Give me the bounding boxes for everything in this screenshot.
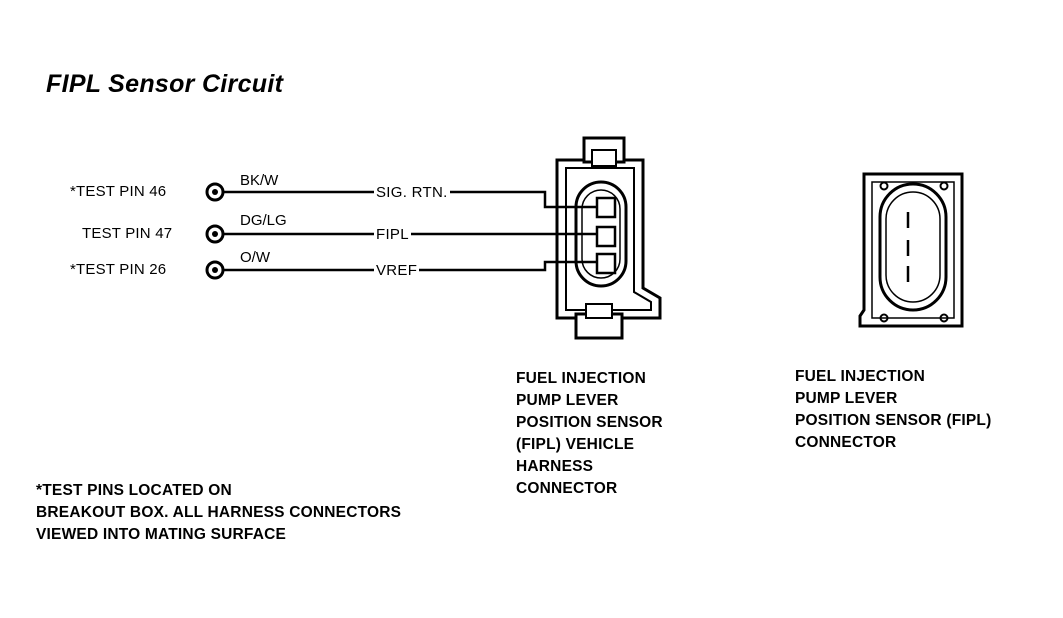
sensor-connector-caption: FUEL INJECTION PUMP LEVER POSITION SENSO… (795, 366, 991, 454)
caption-line: POSITION SENSOR (FIPL) (795, 412, 992, 429)
caption-line: POSITION SENSOR (516, 414, 663, 431)
vehicle-harness-connector (555, 136, 662, 340)
test-pin-47-label: TEST PIN 47 (82, 225, 173, 242)
footnote-line: BREAKOUT BOX. ALL HARNESS CONNECTORS (36, 504, 402, 521)
caption-line: PUMP LEVER (795, 390, 898, 407)
sensor-connector (858, 172, 964, 328)
diagram-title: FIPL Sensor Circuit (46, 70, 284, 98)
wire-color-o-w: O/W (240, 249, 270, 266)
caption-line: HARNESS (516, 458, 594, 475)
caption-line: (FIPL) VEHICLE (516, 436, 635, 453)
test-pin-46-label: *TEST PIN 46 (70, 183, 167, 200)
signal-vref-label: VREF (374, 262, 420, 279)
wire-color-bk-w: BK/W (240, 172, 279, 189)
caption-line: FUEL INJECTION (795, 368, 925, 385)
vehicle-connector-caption: FUEL INJECTION PUMP LEVER POSITION SENSO… (516, 368, 663, 500)
test-pin-terminal-47 (205, 224, 225, 244)
footnote-line: *TEST PINS LOCATED ON (36, 482, 232, 499)
test-pin-terminal-46 (205, 182, 225, 202)
signal-fipl-label: FIPL (374, 226, 411, 243)
caption-line: PUMP LEVER (516, 392, 619, 409)
caption-line: CONNECTOR (516, 480, 618, 497)
wire-color-dg-lg: DG/LG (240, 212, 287, 229)
caption-line: CONNECTOR (795, 434, 897, 451)
test-pin-26-label: *TEST PIN 26 (70, 261, 167, 278)
footnote: *TEST PINS LOCATED ON BREAKOUT BOX. ALL … (36, 480, 401, 546)
footnote-line: VIEWED INTO MATING SURFACE (36, 526, 287, 543)
signal-sig-rtn-label: SIG. RTN. (374, 184, 450, 201)
caption-line: FUEL INJECTION (516, 370, 646, 387)
test-pin-terminal-26 (205, 260, 225, 280)
